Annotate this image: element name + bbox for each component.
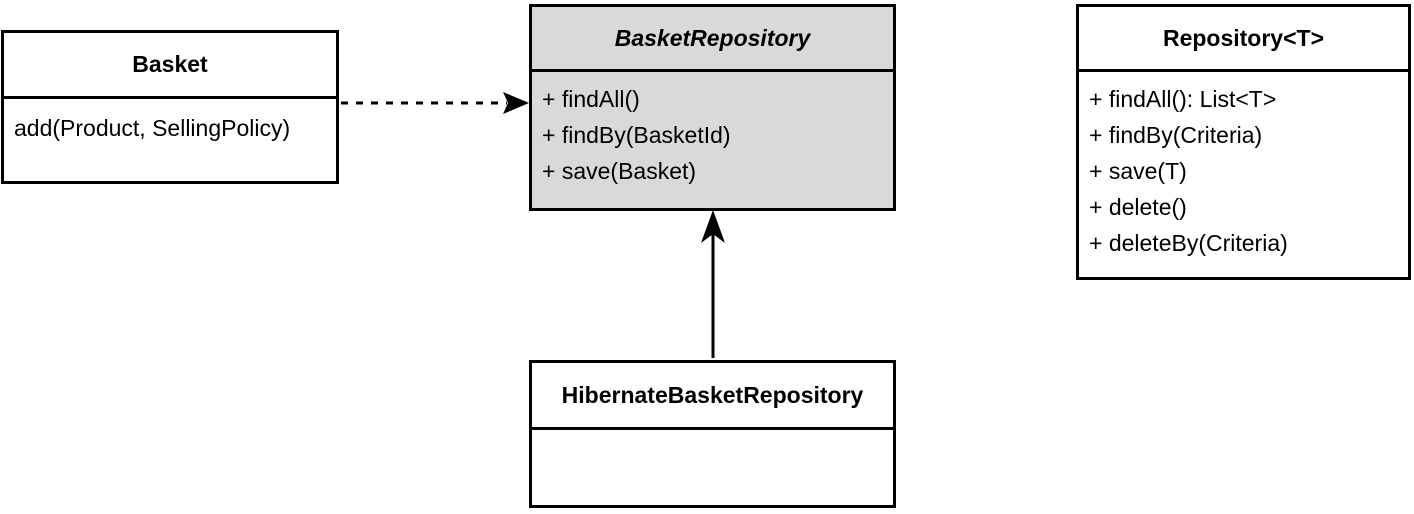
class-divider [4, 96, 336, 99]
class-title-basket-repository: BasketRepository [614, 24, 811, 51]
class-box-hibernate-basket-repository[interactable]: HibernateBasketRepository [529, 360, 896, 508]
class-members-basket-repository: + findAll() + findBy(BasketId) + save(Ba… [532, 72, 893, 208]
class-member: + save(T) [1089, 158, 1187, 184]
class-member: + deleteBy(Criteria) [1089, 230, 1288, 256]
class-title-repository-t: Repository<T> [1162, 24, 1325, 51]
class-member: add(Product, SellingPolicy) [14, 115, 291, 141]
class-box-basket-repository[interactable]: BasketRepository + findAll() + findBy(Ba… [529, 4, 896, 211]
class-member: + save(Basket) [542, 158, 697, 184]
class-members-repository-t: + findAll(): List<T> + findBy(Criteria) … [1079, 72, 1408, 277]
class-divider [532, 69, 893, 72]
class-box-repository-t[interactable]: Repository<T> + findAll(): List<T> + fin… [1076, 4, 1411, 280]
connector-basket-to-basket-repository [341, 92, 529, 114]
class-divider [532, 427, 893, 430]
class-title-hibernate-basket-repository: HibernateBasketRepository [561, 381, 864, 408]
class-member: + findAll() [542, 86, 640, 112]
class-divider [1079, 69, 1408, 72]
class-member: + delete() [1089, 194, 1187, 220]
class-member: + findBy(Criteria) [1089, 122, 1263, 148]
class-member: + findBy(BasketId) [542, 122, 731, 148]
class-members-hibernate-basket-repository [532, 430, 893, 505]
class-title-basket: Basket [132, 51, 208, 77]
class-members-basket: add(Product, SellingPolicy) [4, 99, 336, 181]
connector-hibernate-to-basket-repository [701, 210, 725, 358]
class-member: + findAll(): List<T> [1089, 86, 1277, 112]
class-box-basket[interactable]: Basket add(Product, SellingPolicy) [1, 30, 339, 184]
